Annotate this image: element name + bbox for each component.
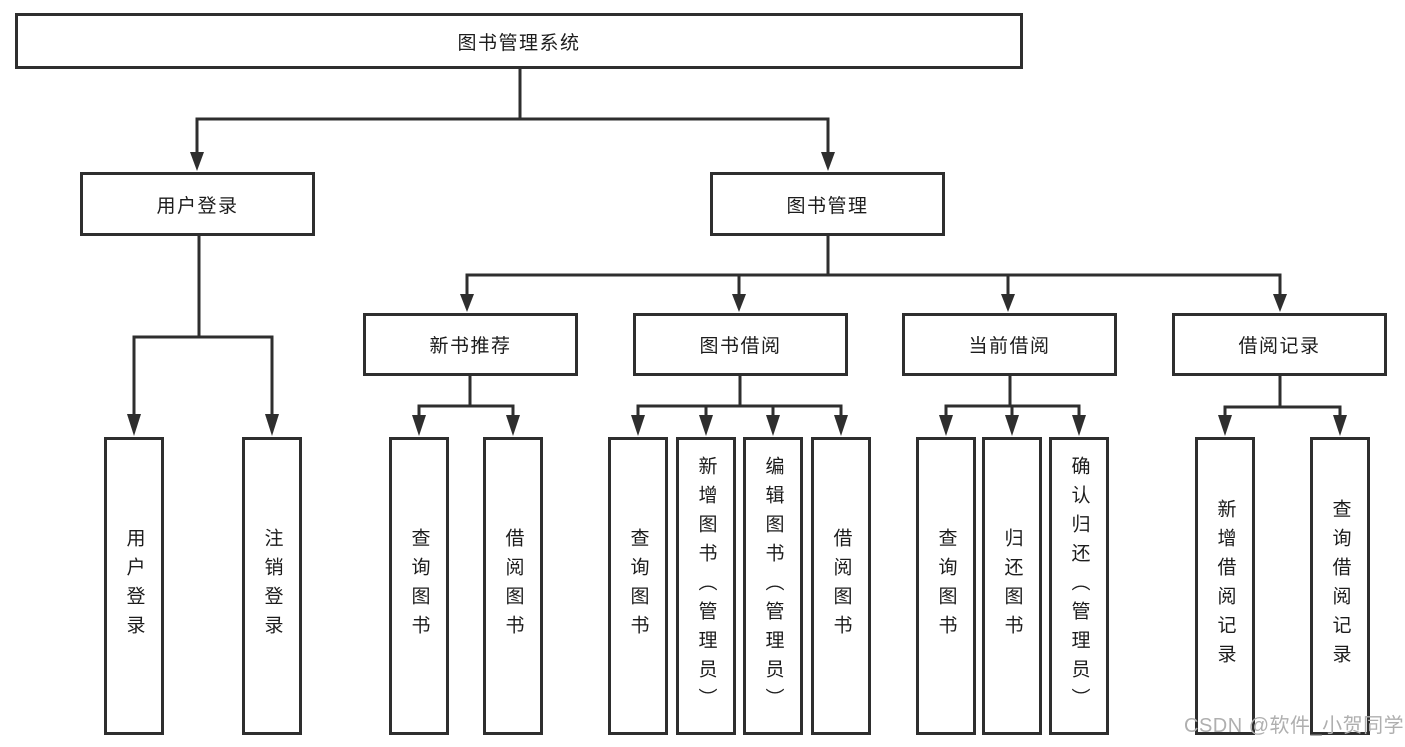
leaf-edit-book-admin: 编辑图书（管理员） (743, 437, 803, 735)
leaf-query-book-recommend: 查询图书 (389, 437, 449, 735)
leaf-borrow-book-borrow: 借阅图书 (811, 437, 871, 735)
leaf-add-book-admin: 新增图书（管理员） (676, 437, 736, 735)
csdn-watermark: CSDN @软件_小贺同学 (1184, 715, 1405, 737)
leaf-confirm-return-admin: 确认归还（管理员） (1049, 437, 1109, 735)
leaf-query-borrow-record: 查询借阅记录 (1310, 437, 1370, 735)
leaf-add-borrow-record: 新增借阅记录 (1195, 437, 1255, 735)
node-user-login: 用户登录 (80, 172, 315, 236)
leaf-query-book-borrow: 查询图书 (608, 437, 668, 735)
node-borrow-records: 借阅记录 (1172, 313, 1387, 376)
node-book-borrow: 图书借阅 (633, 313, 848, 376)
leaf-return-book: 归还图书 (982, 437, 1042, 735)
leaf-query-book-current: 查询图书 (916, 437, 976, 735)
leaf-logout-login: 注销登录 (242, 437, 302, 735)
node-current-borrow: 当前借阅 (902, 313, 1117, 376)
leaf-user-login: 用户登录 (104, 437, 164, 735)
node-book-management: 图书管理 (710, 172, 945, 236)
node-new-book-recommend: 新书推荐 (363, 313, 578, 376)
arrowheads (127, 152, 1347, 436)
node-root-library-management-system: 图书管理系统 (15, 13, 1023, 69)
leaf-borrow-book-recommend: 借阅图书 (483, 437, 543, 735)
